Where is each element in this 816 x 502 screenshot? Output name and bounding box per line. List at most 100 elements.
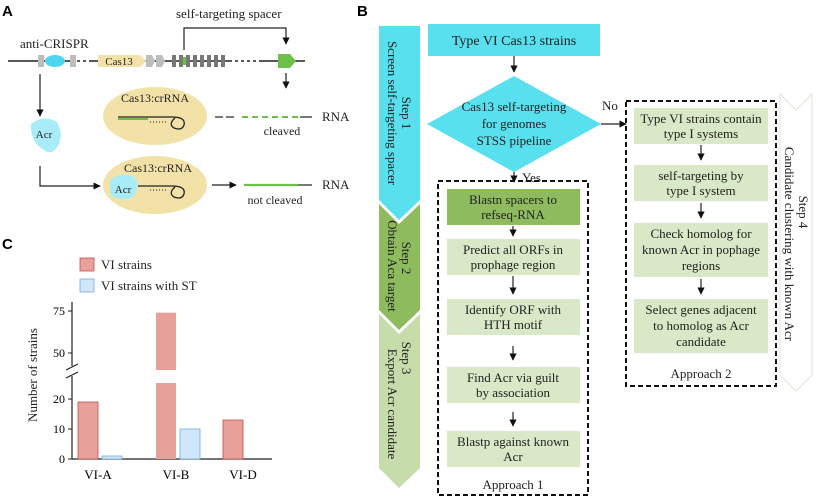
approach-2-label: Approach 2 — [670, 366, 731, 381]
panel-b-letter: B — [357, 3, 368, 20]
approach-1-step-3 — [447, 299, 580, 335]
rna-label-1: RNA — [322, 109, 350, 124]
approach-2-step-1-line-1: Type VI strains contain — [640, 111, 762, 126]
y-tick-label: 75 — [53, 304, 65, 318]
approach-2-step-3-line-2: known Acr in pophage — [642, 242, 760, 257]
acr-protein — [30, 118, 61, 153]
anti-crispr-label: anti-CRISPR — [20, 36, 89, 51]
bar-vi-d-series-0 — [222, 419, 244, 460]
approach-2-step-1-line-2: type I systems — [664, 126, 738, 141]
stss-diamond — [427, 76, 601, 172]
rna-label-2: RNA — [322, 177, 350, 192]
bar-vi-b-series-0-lower — [156, 383, 176, 459]
step-3-chevron — [379, 314, 420, 488]
acr-gene — [45, 55, 65, 67]
step-2-title: Step 2 — [399, 242, 414, 275]
acr-protein-label: Acr — [36, 129, 53, 141]
approach-2-step-1 — [634, 108, 768, 144]
approach-2-step-2 — [634, 165, 768, 201]
step-3-title: Step 3 — [399, 342, 414, 375]
no-label: No — [602, 98, 618, 113]
panel-a-letter: A — [2, 3, 13, 20]
approach-1-step-2 — [447, 239, 580, 275]
step-4-desc: Candidate clustering with known Acr — [782, 147, 797, 342]
yes-label: Yes — [522, 170, 541, 185]
approach-1-step-1-line-2: refseq-RNA — [481, 207, 545, 222]
approach-1-box — [437, 180, 589, 496]
chart-legend: VI strains VI strains with ST — [79, 257, 197, 293]
cleaved-label: cleaved — [264, 124, 301, 138]
y-tick-label: 50 — [53, 346, 65, 360]
acr-to-complex-arrow — [39, 166, 101, 190]
approach-2-step-4-line-3: candidate — [676, 334, 726, 349]
diamond-line-1: Cas13 self-targeting — [462, 99, 567, 114]
axis-break-mark — [65, 371, 79, 379]
bar-vi-a-series-1 — [101, 455, 123, 460]
approach-2-step-3 — [634, 223, 768, 277]
approach-1-step-3-line-1: Identify ORF with — [465, 302, 562, 317]
y-tick-label: 0 — [59, 452, 65, 466]
step-1-title: Step 1 — [399, 97, 414, 130]
approach-1-step-4-line-1: Find Acr via guilt — [467, 370, 559, 385]
step-1-chevron — [379, 26, 420, 220]
approach-2-step-4 — [634, 299, 768, 353]
approach-2-step-2-line-1: self-targeting by — [658, 168, 744, 183]
approach-1-step-5-line-2: Acr — [503, 449, 523, 464]
bar-vi-b-series-1 — [179, 428, 201, 460]
approach-1-step-4-line-2: by association — [476, 385, 551, 400]
approach-2-step-3-line-3: regions — [682, 258, 720, 273]
self-target-bracket — [183, 27, 290, 50]
legend-label-vi-st: VI strains with ST — [101, 278, 197, 293]
step-4-chevron — [779, 92, 813, 392]
type-vi-strains-text: Type VI Cas13 strains — [452, 34, 576, 49]
approach-1-label: Approach 1 — [482, 477, 543, 492]
axis-break-mark — [65, 363, 79, 371]
gene-block — [38, 55, 44, 67]
gene-block — [70, 55, 76, 67]
approach-2-step-2-line-2: type I system — [666, 183, 735, 198]
target-gene — [278, 54, 296, 68]
gene-block — [146, 55, 155, 67]
panel-c: C VI strains VI strains with ST Number o… — [2, 236, 272, 482]
approach-1-step-3-line-2: HTH motif — [484, 317, 543, 332]
complex-2-label: Cas13:crRNA — [124, 161, 192, 175]
bar-vi-a-series-0 — [77, 401, 99, 460]
step-1-desc: Screen self-targeting spacer — [385, 41, 400, 186]
diamond-line-3: STSS pipeline — [477, 133, 552, 148]
diamond-line-2: for genomes — [482, 116, 547, 131]
gene-block — [156, 55, 165, 67]
x-tick-label: VI-B — [163, 467, 190, 482]
self-targeting-spacer-label: self-targeting spacer — [176, 6, 282, 21]
crrna-hairpin-1 — [118, 116, 185, 130]
cas13-gene — [98, 55, 146, 67]
cas13-crrna-complex-2 — [103, 156, 207, 214]
crispr-array — [172, 55, 225, 67]
approach-1-step-2-line-1: Predict all ORFs in — [463, 242, 564, 257]
panel-a: A anti-CRISPR Cas13 self-targeting space… — [2, 3, 350, 214]
approach-2-box — [625, 100, 777, 387]
approach-2-step-4-line-2: to homolog as Acr — [653, 318, 749, 333]
type-vi-strains-box — [428, 24, 600, 56]
approach-1-step-2-line-2: prophage region — [471, 257, 556, 272]
step-2-chevron — [379, 204, 420, 330]
legend-swatch-vi — [79, 257, 95, 272]
panel-c-letter: C — [2, 236, 13, 253]
bar-vi-b-series-0-upper — [156, 312, 176, 370]
chart-bars — [77, 312, 244, 460]
crrna-hairpin-2 — [138, 185, 185, 199]
legend-label-vi: VI strains — [101, 257, 152, 272]
step-3-desc: Export Acr candidate — [385, 349, 400, 460]
bound-acr — [110, 174, 138, 200]
y-tick-label: 20 — [53, 392, 65, 406]
x-tick-label: VI-A — [84, 467, 112, 482]
legend-swatch-vi-st — [79, 278, 95, 293]
approach-2-step-3-line-1: Check homolog for — [650, 226, 752, 241]
cas13-crrna-complex-1 — [103, 87, 207, 145]
approach-1-step-1-line-1: Blastn spacers to — [469, 192, 557, 207]
x-tick-label: VI-D — [229, 467, 256, 482]
y-tick-label: 10 — [53, 422, 65, 436]
step-4-title: Step 4 — [796, 196, 811, 229]
approach-1-step-5 — [447, 431, 580, 467]
approach-1-step-4 — [447, 367, 580, 403]
